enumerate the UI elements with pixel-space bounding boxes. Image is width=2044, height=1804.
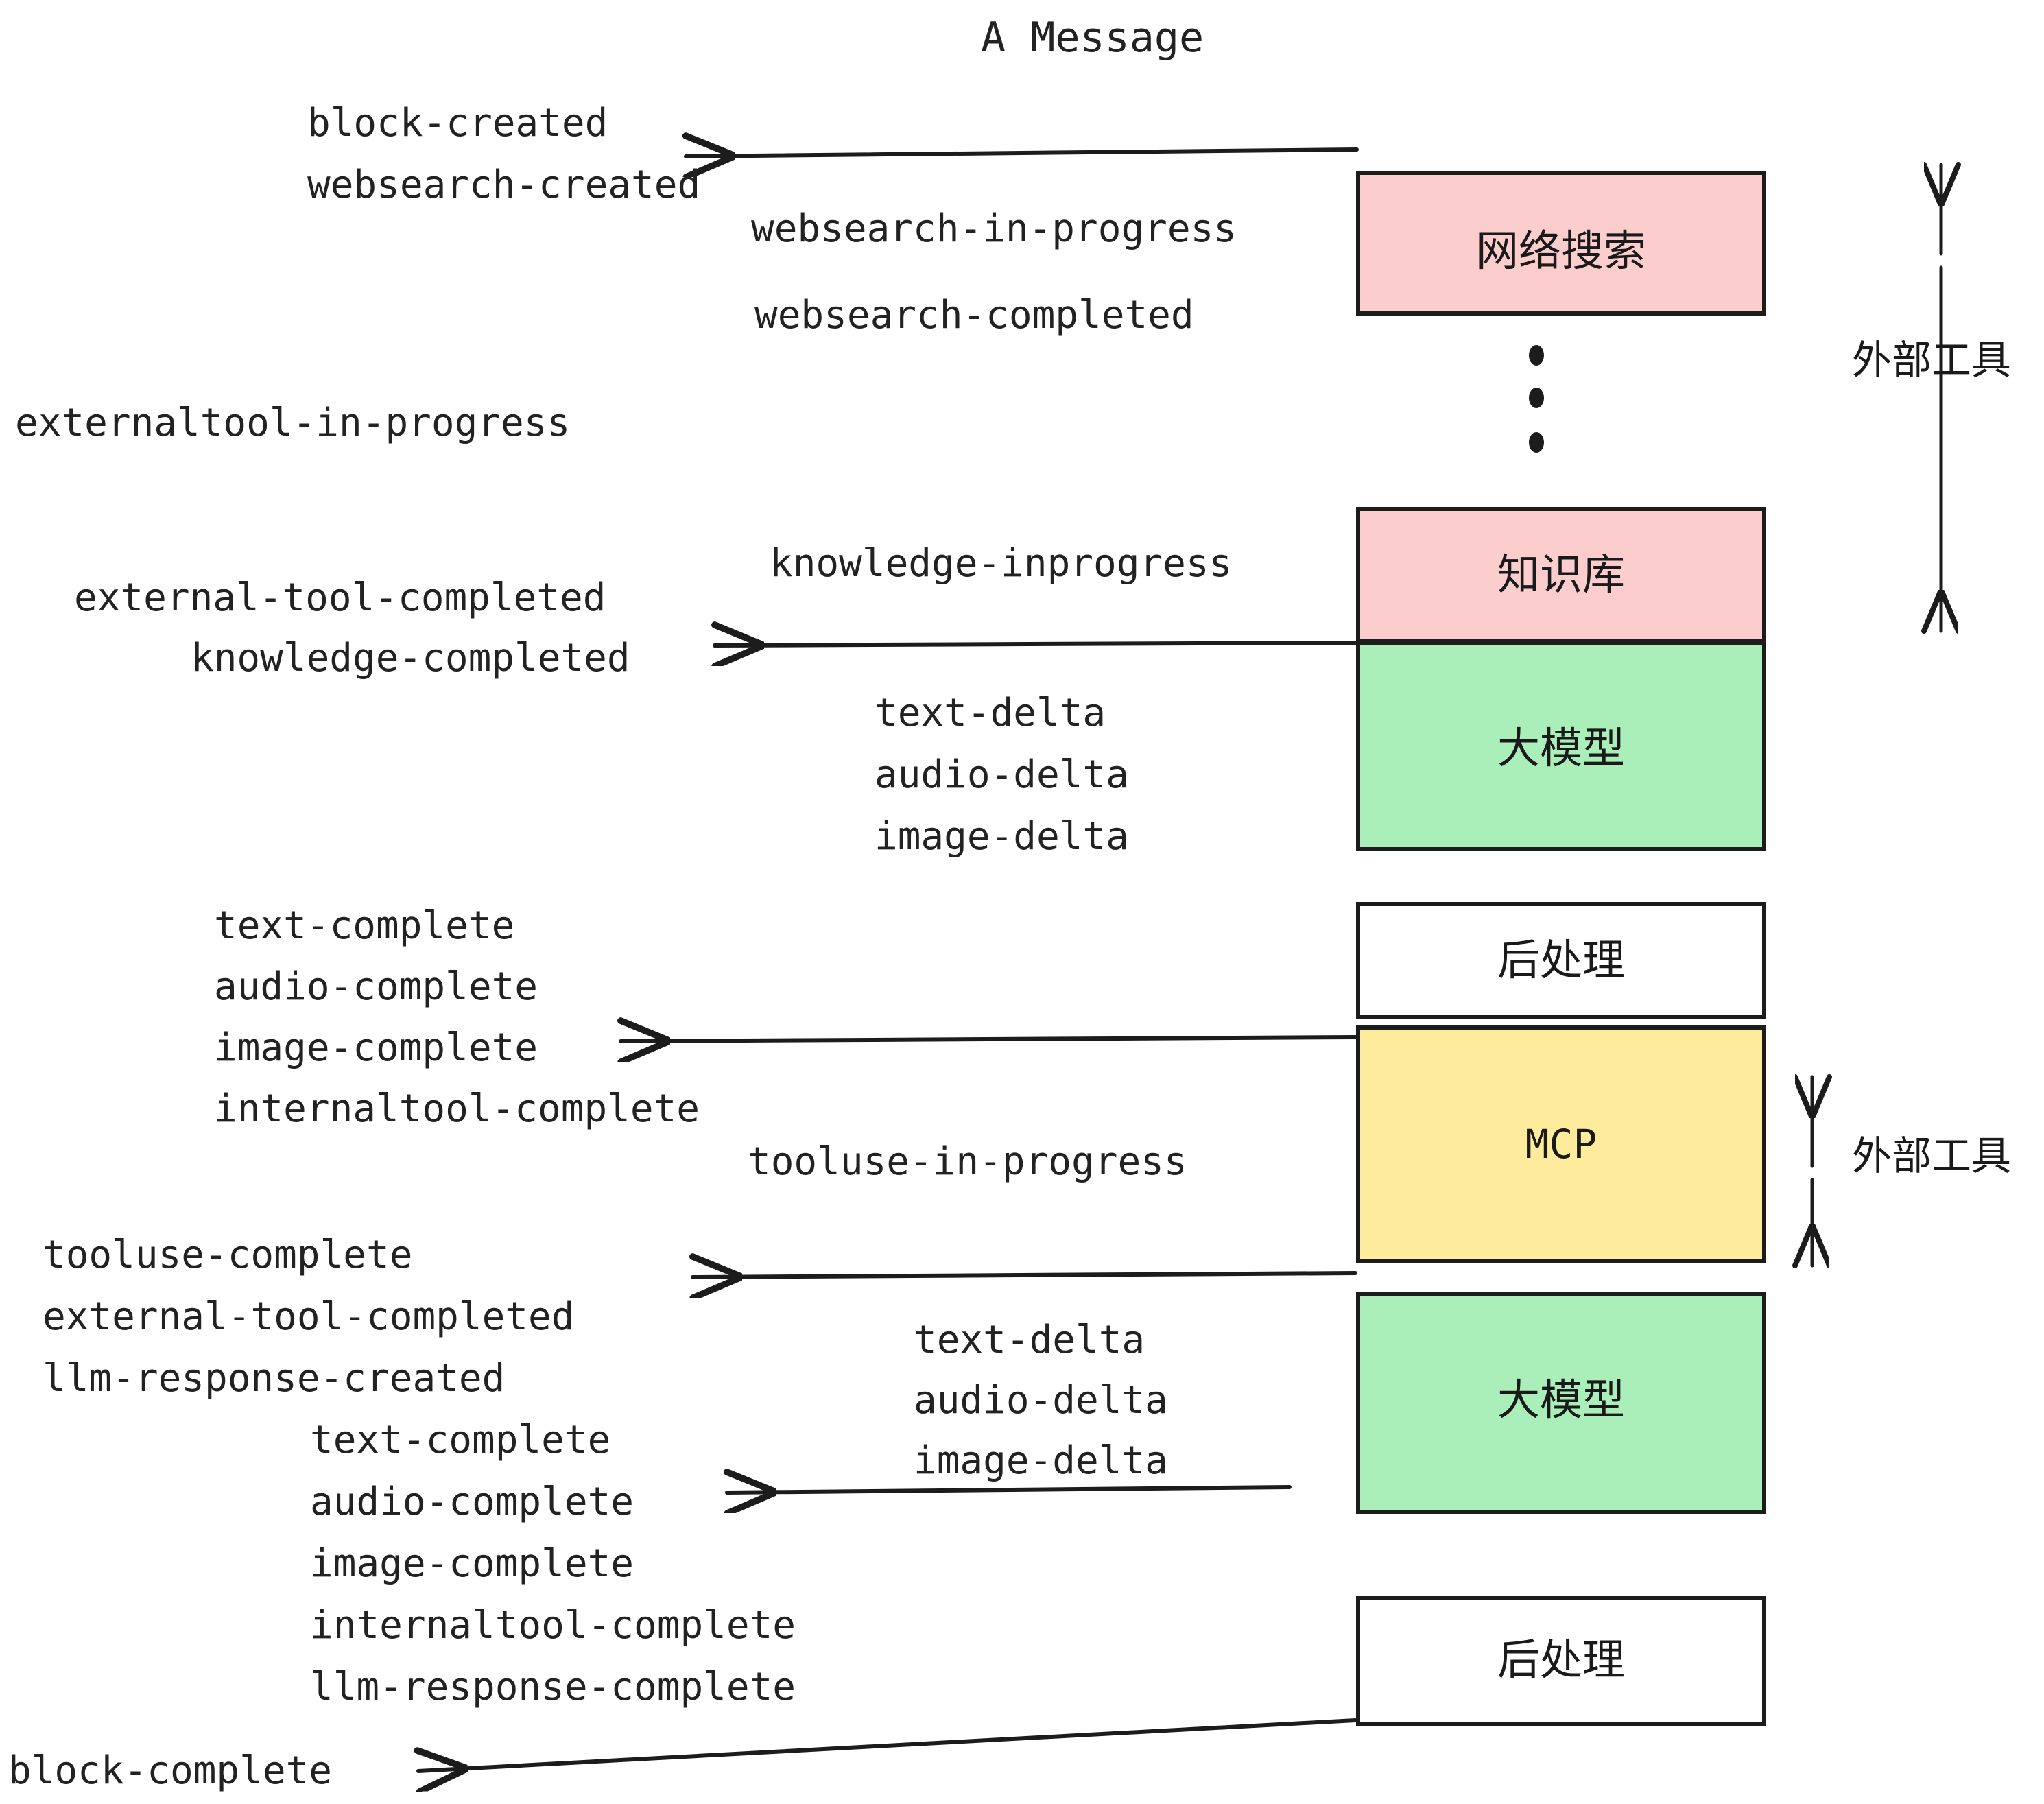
event-knowledge-completed: knowledge-completed: [191, 636, 630, 680]
arrow-llm-to-image-complete: [621, 1037, 1357, 1041]
arrow-mcp-to-tooluse-complete: [693, 1273, 1357, 1277]
external-tool-top-label: 外部工具: [1852, 337, 2011, 383]
event-text-complete-2: text-complete: [310, 1418, 610, 1462]
event-external-tool-completed-1: external-tool-completed: [74, 575, 606, 620]
event-websearch-in-progress: websearch-in-progress: [751, 206, 1237, 251]
arrow-websearch-to-block-created: [686, 150, 1359, 156]
box-llm-first-label: 大模型: [1497, 723, 1625, 773]
box-mcp-label: MCP: [1525, 1121, 1597, 1167]
event-internaltool-complete-1: internaltool-complete: [214, 1087, 700, 1131]
box-knowledge[interactable]: [1356, 507, 1766, 643]
event-text-complete-1: text-complete: [214, 903, 514, 948]
event-tooluse-in-progress: tooluse-in-progress: [748, 1139, 1187, 1184]
box-postprocess-second-label: 后处理: [1497, 1635, 1625, 1685]
event-llm-response-created: llm-response-created: [43, 1356, 505, 1401]
event-audio-complete-2: audio-complete: [310, 1480, 634, 1524]
arrow-llm-second-to-audio-complete: [727, 1487, 1292, 1493]
event-tooluse-complete: tooluse-complete: [43, 1233, 412, 1277]
box-knowledge-label: 知识库: [1497, 549, 1625, 600]
event-audio-delta-2: audio-delta: [914, 1378, 1168, 1423]
box-llm-second-label: 大模型: [1497, 1375, 1625, 1425]
box-websearch-label: 网络搜索: [1476, 226, 1646, 276]
event-audio-complete-1: audio-complete: [214, 964, 538, 1009]
ellipsis-dot-2: [1529, 388, 1544, 408]
event-websearch-completed: websearch-completed: [754, 293, 1194, 337]
event-image-delta-1: image-delta: [875, 814, 1129, 859]
event-knowledge-inprogress: knowledge-inprogress: [770, 541, 1232, 586]
box-postprocess-first-label: 后处理: [1497, 935, 1625, 985]
event-image-complete-2: image-complete: [310, 1541, 634, 1586]
event-text-delta-2: text-delta: [914, 1318, 1145, 1362]
ellipsis-dot-3: [1529, 432, 1544, 453]
event-external-tool-completed-2: external-tool-completed: [43, 1294, 574, 1339]
event-image-delta-2: image-delta: [914, 1438, 1168, 1483]
event-llm-response-complete: llm-response-complete: [310, 1665, 796, 1709]
event-block-created: block-created: [307, 101, 608, 145]
arrow-postprocess-to-block-complete: [418, 1718, 1357, 1771]
page-title: A Message: [981, 14, 1204, 62]
event-audio-delta-1: audio-delta: [875, 752, 1129, 797]
ellipsis-dot-1: [1529, 345, 1544, 366]
box-websearch[interactable]: [1356, 171, 1766, 316]
box-postprocess-second[interactable]: [1356, 1596, 1766, 1726]
event-internaltool-complete-2: internaltool-complete: [310, 1603, 796, 1648]
event-externaltool-in-progress: externaltool-in-progress: [15, 401, 570, 445]
event-websearch-created: websearch-created: [307, 163, 700, 207]
box-postprocess-first[interactable]: [1356, 902, 1766, 1019]
event-block-complete: block-complete: [8, 1748, 332, 1793]
box-llm-second[interactable]: [1356, 1292, 1766, 1514]
box-mcp[interactable]: [1356, 1025, 1766, 1263]
external-tool-bottom-label: 外部工具: [1852, 1132, 2011, 1179]
event-text-delta-1: text-delta: [875, 691, 1106, 735]
event-image-complete-1: image-complete: [214, 1025, 538, 1070]
box-llm-first[interactable]: [1356, 641, 1766, 851]
arrow-knowledge-to-knowledge-completed: [715, 643, 1357, 645]
